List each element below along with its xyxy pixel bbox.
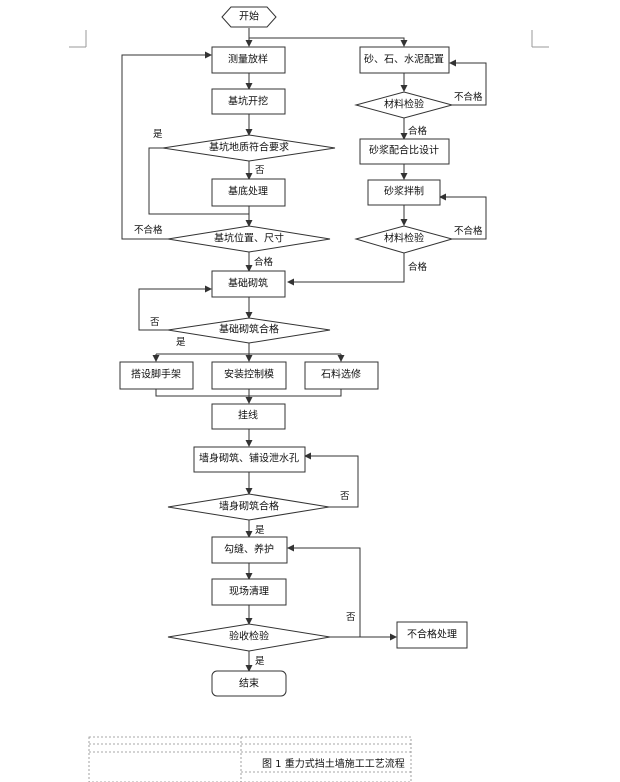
label-pass-pit: 合格 <box>254 256 274 268</box>
label-yes-wall: 是 <box>255 525 265 536</box>
decision-foundation-check: 基础砌筑合格 <box>167 317 331 344</box>
node-mortar-mixing: 砂浆拌制 <box>367 179 441 206</box>
node-stone-select: 石料选修 <box>304 361 379 390</box>
node-scaffold-label: 搭设脚手架 <box>131 368 181 381</box>
node-base-treatment-label: 基底处理 <box>228 185 268 198</box>
node-excavation-label: 基坑开挖 <box>228 95 268 108</box>
node-nonconforming-label: 不合格处理 <box>407 628 457 641</box>
node-end-label: 结束 <box>239 677 259 690</box>
node-base-treatment: 基底处理 <box>211 178 286 207</box>
label-pass-material-2: 合格 <box>408 261 428 273</box>
node-pointing-label: 勾缝、养护 <box>224 543 274 556</box>
node-wall-masonry: 墙身砌筑、铺设泄水孔 <box>193 446 306 473</box>
label-yes-foundation: 是 <box>176 337 186 348</box>
label-no-geology: 否 <box>255 165 265 176</box>
decision-foundation-check-label: 基础砌筑合格 <box>219 323 279 336</box>
label-yes-geology: 是 <box>153 129 163 140</box>
label-yes-acceptance: 是 <box>255 656 265 667</box>
node-scaffold: 搭设脚手架 <box>119 361 194 390</box>
node-cleanup: 现场清理 <box>211 578 287 606</box>
label-no-wall: 否 <box>340 491 350 502</box>
decision-acceptance: 验收检验 <box>167 623 331 652</box>
node-line-label: 挂线 <box>238 409 258 422</box>
decision-pit-check-label: 基坑位置、尺寸 <box>214 232 284 245</box>
decision-pit-check: 基坑位置、尺寸 <box>167 225 331 253</box>
node-cleanup-label: 现场清理 <box>229 585 269 598</box>
caption-table: 图 1 重力式挡土墙施工工艺流程 <box>88 736 412 782</box>
node-material-prep-label: 砂、石、水泥配置 <box>364 53 444 66</box>
connectors <box>121 28 487 672</box>
node-material-prep: 砂、石、水泥配置 <box>359 46 450 74</box>
node-start: 开始 <box>221 6 277 28</box>
decision-geology-check: 基坑地质符合要求 <box>162 134 336 162</box>
node-pointing: 勾缝、养护 <box>211 536 288 564</box>
decision-material-check-2: 材料检验 <box>354 225 454 254</box>
node-line: 挂线 <box>211 403 286 430</box>
label-fail-material-1: 不合格 <box>454 91 483 103</box>
label-no-acceptance: 否 <box>346 612 356 623</box>
node-foundation-masonry-label: 基础砌筑 <box>228 277 268 290</box>
node-survey-label: 测量放样 <box>228 53 268 66</box>
label-pass-material-1: 合格 <box>408 125 428 137</box>
decision-material-check-1-label: 材料检验 <box>384 98 424 111</box>
node-end: 结束 <box>211 670 287 697</box>
decision-geology-check-label: 基坑地质符合要求 <box>209 141 289 154</box>
node-excavation: 基坑开挖 <box>211 88 286 115</box>
node-survey: 测量放样 <box>211 46 286 74</box>
label-fail-pit: 不合格 <box>134 224 163 236</box>
decision-material-check-2-label: 材料检验 <box>384 232 424 245</box>
node-mix-design: 砂浆配合比设计 <box>359 138 450 165</box>
crop-marks <box>69 30 549 48</box>
decision-wall-check-label: 墙身砌筑合格 <box>219 500 279 513</box>
decision-material-check-1: 材料检验 <box>354 91 454 119</box>
node-mortar-mixing-label: 砂浆拌制 <box>384 185 424 198</box>
node-mix-design-label: 砂浆配合比设计 <box>369 144 439 157</box>
node-template: 安装控制模 <box>211 361 287 390</box>
node-nonconforming: 不合格处理 <box>396 621 468 649</box>
node-start-label: 开始 <box>239 10 259 23</box>
label-fail-material-2: 不合格 <box>454 225 483 237</box>
node-template-label: 安装控制模 <box>224 368 274 381</box>
node-stone-select-label: 石料选修 <box>321 368 361 381</box>
decision-wall-check: 墙身砌筑合格 <box>167 493 330 521</box>
label-no-foundation: 否 <box>150 317 160 328</box>
decision-acceptance-label: 验收检验 <box>229 630 269 643</box>
node-wall-masonry-label: 墙身砌筑、铺设泄水孔 <box>199 452 299 465</box>
node-foundation-masonry: 基础砌筑 <box>211 270 286 298</box>
edge-labels: 是 否 不合格 合格 否 是 否 是 否 是 不合格 合格 不合格 合格 <box>134 91 483 667</box>
figure-caption: 图 1 重力式挡土墙施工工艺流程 <box>262 757 405 770</box>
